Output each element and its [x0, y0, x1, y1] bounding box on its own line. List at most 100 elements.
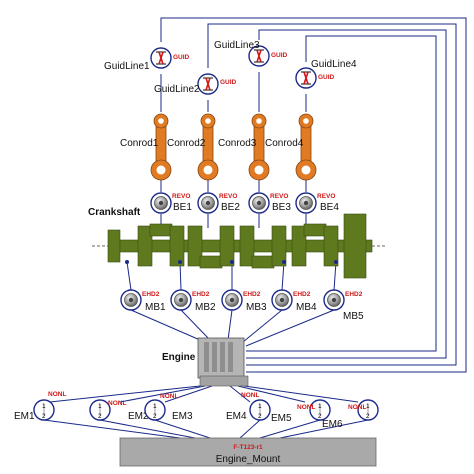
guide-joint-icon	[203, 77, 213, 91]
engine-mount-6[interactable]: 1 2	[357, 399, 379, 421]
conrod-2[interactable]	[197, 113, 219, 181]
engine-mount-4[interactable]: 1 2	[249, 399, 271, 421]
crankshaft[interactable]: Crankshaft	[88, 207, 386, 279]
main-bearing-wires	[126, 261, 337, 291]
main-bearing-5[interactable]	[323, 289, 345, 311]
guidline-label-3: GuidLine3	[214, 40, 260, 51]
guidline2-route	[207, 23, 457, 366]
engine-mount-5[interactable]: 1 2	[309, 399, 331, 421]
guid-tag-1: GUID	[173, 54, 190, 61]
conrod-4[interactable]	[295, 113, 317, 181]
conrod-group: Conrod1 Conrod2 Conrod3 Conrod4	[120, 113, 317, 181]
big-end-label-4: BE4	[320, 202, 339, 213]
revo-tag-4: REVO	[317, 193, 335, 200]
guidline1-route	[160, 17, 467, 373]
engine-mount-3[interactable]: 1 2	[144, 399, 166, 421]
ehd-tag-5: EHD2	[345, 291, 363, 298]
mount-node-1: 1	[318, 403, 322, 410]
guidline-label-1: GuidLine1	[104, 61, 150, 72]
mount-node-1: 1	[98, 403, 102, 410]
big-end-label-2: BE2	[221, 202, 240, 213]
big-end-joint-3[interactable]	[248, 192, 270, 214]
guidline-joint-4[interactable]	[295, 67, 317, 89]
engine-mount-2[interactable]: 1 2	[89, 399, 111, 421]
mount-node-2: 2	[42, 413, 46, 420]
guide-joint-icon	[156, 51, 166, 65]
guidline-label-4: GuidLine4	[311, 59, 357, 70]
engine-wires	[130, 309, 335, 347]
mount-node-2: 2	[318, 413, 322, 420]
ehd-tag-3: EHD2	[243, 291, 261, 298]
guid-tag-4: GUID	[318, 74, 335, 81]
engine-mount-1[interactable]: 1 2	[33, 399, 55, 421]
ehd-tag-1: EHD2	[142, 291, 160, 298]
engine-mount-label-3: EM3	[172, 411, 193, 422]
nonl-tag-6: NONL	[348, 404, 366, 411]
nonl-tag-2: NONL	[108, 400, 126, 407]
guide-routing-lines	[160, 17, 467, 373]
mount-node-1: 1	[153, 403, 157, 410]
crankshaft-label: Crankshaft	[88, 207, 141, 218]
main-bearing-label-2: MB2	[195, 302, 216, 313]
main-bearing-label-1: MB1	[145, 302, 166, 313]
guidline-label-2: GuidLine2	[154, 84, 200, 95]
engine-mount-label-1: EM1	[14, 411, 35, 422]
engine-label: Engine	[162, 352, 196, 363]
mount-node-2: 2	[98, 413, 102, 420]
ehd-tag-2: EHD2	[192, 291, 210, 298]
engine-block[interactable]: Engine	[162, 337, 249, 387]
engine-mount-ground[interactable]: F-T123-r1 Engine_Mount	[119, 437, 377, 467]
nonl-tag-3: NONL	[160, 393, 178, 400]
mount-node-2: 2	[366, 413, 370, 420]
nonl-tag-1: NONL	[48, 391, 66, 398]
guidline-group: GuidLine1 GUID GuidLine2 GUID GuidLine3 …	[104, 40, 357, 95]
big-end-label-1: BE1	[173, 202, 192, 213]
guide-joint-icon	[301, 71, 311, 85]
mount-wires	[43, 385, 369, 439]
guide-joint-icon	[254, 49, 264, 63]
conrod-label-2: Conrod2	[167, 138, 206, 149]
conrod-label-3: Conrod3	[218, 138, 257, 149]
guid-tag-3: GUID	[271, 52, 288, 59]
mount-node-2: 2	[258, 413, 262, 420]
conrod-3[interactable]	[248, 113, 270, 181]
mount-node-1: 1	[42, 403, 46, 410]
big-end-joint-1[interactable]	[150, 192, 172, 214]
engine-mount-label-4: EM4	[226, 411, 247, 422]
main-bearing-2[interactable]	[170, 289, 192, 311]
guidline-joint-2[interactable]	[197, 73, 219, 95]
conrod-label-1: Conrod1	[120, 138, 159, 149]
revo-tag-3: REVO	[270, 193, 288, 200]
engine-mount-label-5: EM5	[271, 413, 292, 424]
conrod-1[interactable]	[150, 113, 172, 181]
engine-mount-label-6: EM6	[322, 419, 343, 430]
main-bearing-group: EHD2 MB1 EHD2 MB2 EHD2 MB3 EHD2 MB4 EHD2	[120, 289, 364, 322]
revo-tag-1: REVO	[172, 193, 190, 200]
nonl-tag-5: NONL	[297, 404, 315, 411]
main-bearing-label-4: MB4	[296, 302, 317, 313]
conrod-label-4: Conrod4	[265, 138, 304, 149]
guidline-joint-1[interactable]	[150, 47, 172, 69]
mount-node-1: 1	[366, 403, 370, 410]
mount-ground-label: Engine_Mount	[216, 454, 281, 465]
mount-node-2: 2	[153, 413, 157, 420]
big-end-joint-2[interactable]	[197, 192, 219, 214]
main-bearing-1[interactable]	[120, 289, 142, 311]
nonl-tag-4: NONL	[241, 392, 259, 399]
mount-node-1: 1	[258, 403, 262, 410]
main-bearing-label-5: MB5	[343, 311, 364, 322]
main-bearing-3[interactable]	[221, 289, 243, 311]
mount-ground-tag: F-T123-r1	[233, 444, 263, 451]
guidline-joint-3[interactable]	[248, 45, 270, 67]
big-end-label-3: BE3	[272, 202, 291, 213]
big-end-group: REVO BE1 REVO BE2 REVO BE3 REVO BE4	[150, 192, 339, 214]
engine-mount-label-2: EM2	[128, 411, 149, 422]
engine-mount-group: 1 2 NONL EM1 1 2 NONL EM2 1 2 NONL EM3	[14, 391, 379, 430]
ehd-tag-4: EHD2	[293, 291, 311, 298]
guidline3-route	[246, 29, 447, 359]
main-bearing-label-3: MB3	[246, 302, 267, 313]
main-bearing-4[interactable]	[271, 289, 293, 311]
big-end-joint-4[interactable]	[295, 192, 317, 214]
